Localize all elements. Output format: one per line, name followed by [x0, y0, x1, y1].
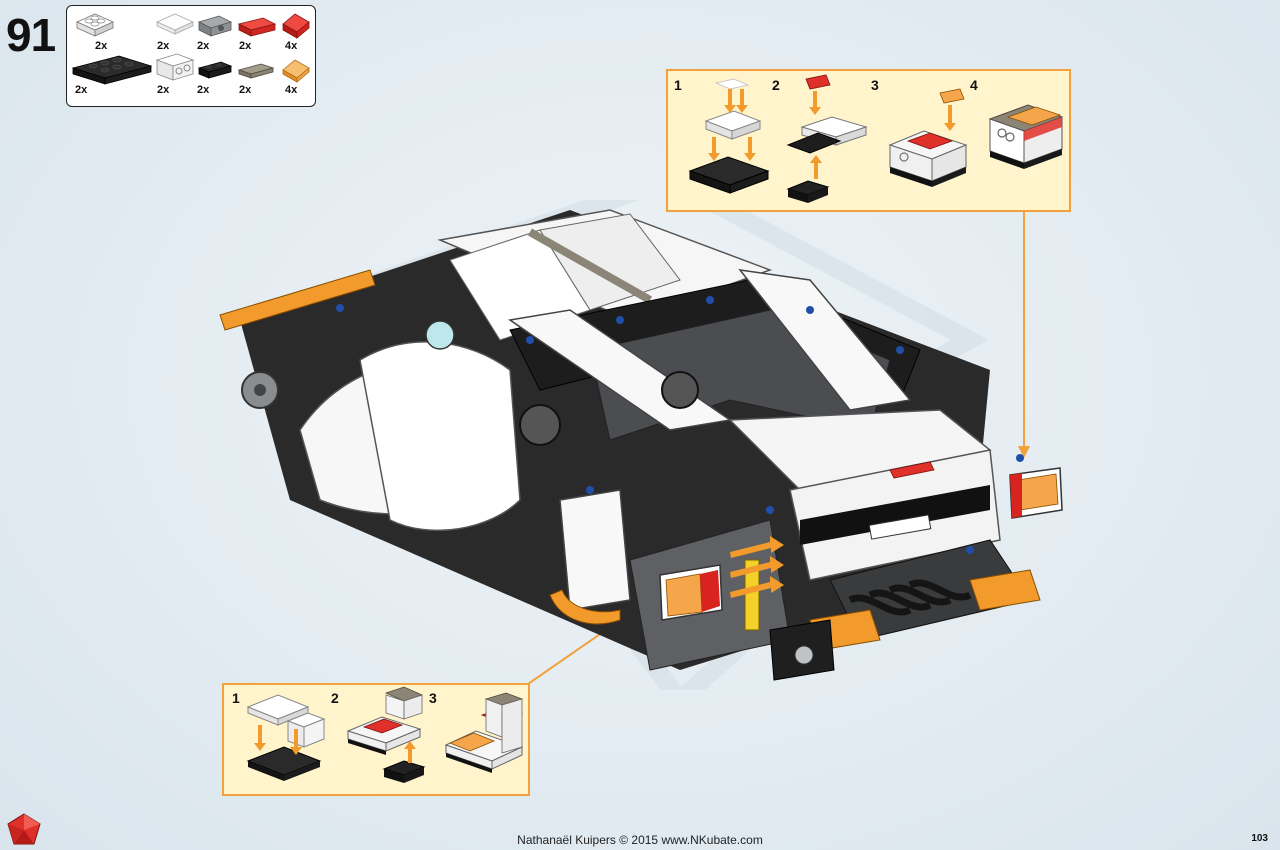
part-qty: 2x: [197, 84, 210, 96]
part-qty: 2x: [157, 84, 170, 96]
car-model-illustration: [219, 200, 1063, 690]
parts-list: 2x 2x 2x 2x 4x: [66, 5, 316, 107]
part-dark-tan-tile: 2x: [237, 60, 277, 104]
callout-bottom-diagrams: [246, 686, 524, 783]
part-white-plate-2x2: 2x: [75, 10, 115, 54]
callout-step-number: 1: [232, 690, 240, 706]
callout-step-number: 2: [331, 690, 339, 706]
part-red-trans-tile: 2x: [237, 14, 277, 58]
part-orange-trans-slope: 4x: [277, 56, 317, 100]
part-qty: 2x: [95, 40, 108, 52]
part-white-tile-2x2: 2x: [155, 10, 195, 54]
callout-step-number: 2: [772, 77, 780, 93]
callout-step-number: 1: [674, 77, 682, 93]
part-qty: 2x: [75, 84, 88, 96]
part-qty: 2x: [157, 40, 170, 52]
callout-step-number: 3: [871, 77, 879, 93]
part-red-trans-slope: 4x: [277, 10, 317, 54]
part-gray-technic-brick: 2x: [195, 12, 235, 56]
callout-top-diagrams: [688, 74, 1064, 203]
nkubate-logo-icon: [7, 813, 41, 845]
part-qty: 2x: [197, 40, 210, 52]
step-number: 91: [6, 9, 56, 61]
part-black-plate-1x2: 2x: [195, 58, 235, 102]
callout-subassembly-top: 1 2 3 4: [666, 69, 1071, 212]
part-qty: 2x: [239, 84, 252, 96]
footer-credit: Nathanaël Kuipers © 2015 www.NKubate.com: [517, 833, 763, 847]
part-qty: 4x: [285, 84, 298, 96]
callout-step-number: 4: [970, 77, 978, 93]
part-qty: 4x: [285, 40, 298, 52]
part-qty: 2x: [239, 40, 252, 52]
callout-subassembly-bottom: 1 2 3: [222, 683, 530, 796]
part-black-plate-2x4: 2x: [71, 52, 153, 96]
part-white-technic-brick: 2x: [155, 50, 195, 96]
page-number: 103: [1251, 833, 1268, 844]
callout-step-number: 3: [429, 690, 437, 706]
